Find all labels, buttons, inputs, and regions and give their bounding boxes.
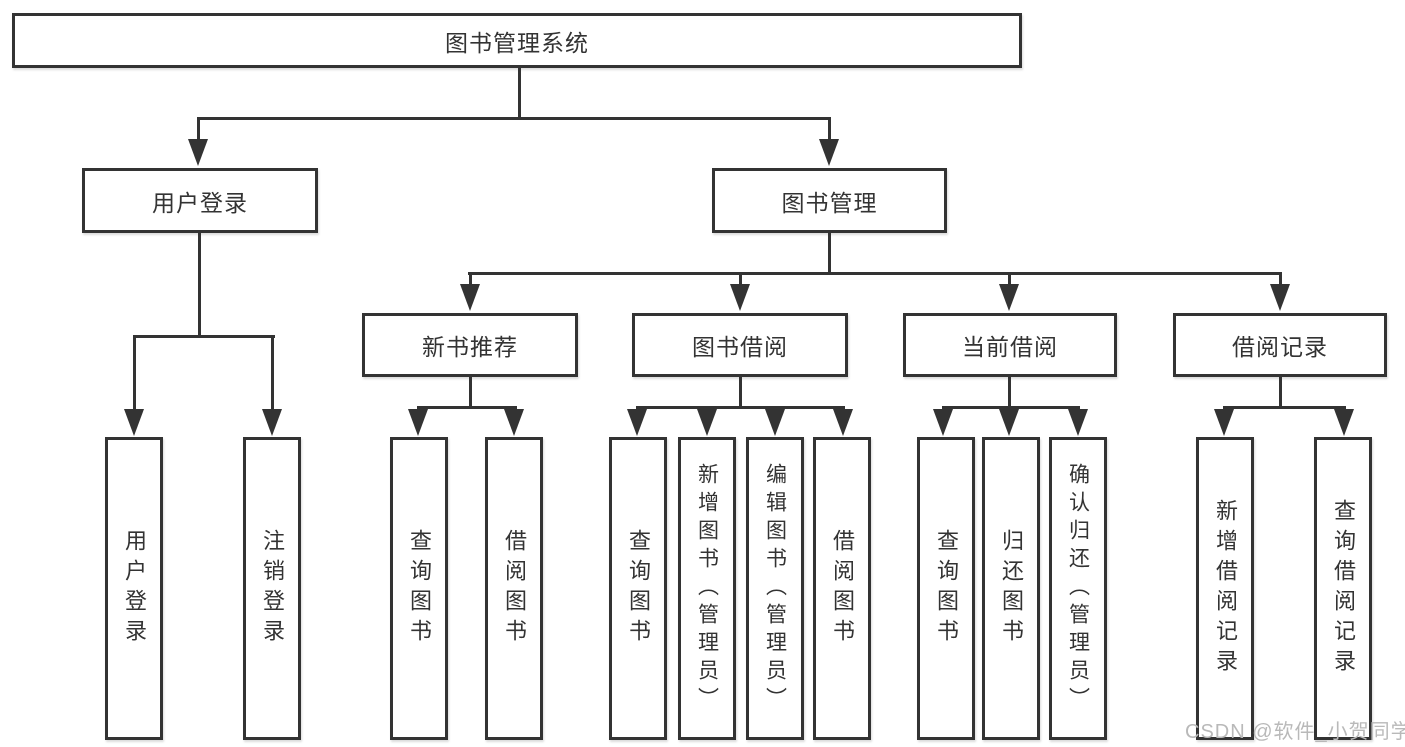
arrowhead-user-login (188, 139, 208, 166)
leaf-query-borrow-record: 查询借阅记录 (1314, 437, 1372, 740)
arrowhead-new-book (460, 284, 480, 311)
arrowhead-leaf (833, 409, 853, 436)
arrowhead-book-borrow (730, 284, 750, 311)
leaf-edit-books-admin: 编辑图书（管理员） (746, 437, 804, 740)
arrowhead-leaf (697, 409, 717, 436)
node-label: 借阅记录 (1232, 334, 1328, 360)
arrowhead-leaf (933, 409, 953, 436)
arrowhead-leaf (1214, 409, 1234, 436)
node-label: 用户登录 (152, 189, 248, 216)
arrowhead-leaf (999, 409, 1019, 436)
arrowhead-leaf (124, 409, 144, 436)
connector-book-mgmt-trunk (828, 231, 831, 275)
node-label: 当前借阅 (962, 334, 1058, 360)
arrowhead-leaf (408, 409, 428, 436)
connector-line (1279, 272, 1282, 288)
connector-line (469, 375, 472, 409)
node-new-book-recommend: 新书推荐 (362, 313, 578, 377)
node-label: 图书管理系统 (445, 29, 589, 56)
leaf-add-borrow-record: 新增借阅记录 (1196, 437, 1254, 740)
arrowhead-leaf (262, 409, 282, 436)
arrowhead-current-borrow (999, 284, 1019, 311)
node-book-borrow: 图书借阅 (632, 313, 848, 377)
leaf-add-books-admin: 新增图书（管理员） (678, 437, 736, 740)
connector-line (828, 117, 831, 143)
csdn-watermark: CSDN @软件_小贺同学 (1185, 721, 1405, 743)
connector-line (197, 117, 200, 143)
connector-user-login-split (133, 335, 275, 338)
connector-split-new-book (417, 406, 517, 409)
connector-line (271, 335, 274, 411)
arrowhead-borrow-records (1270, 284, 1290, 311)
node-user-login: 用户登录 (82, 168, 318, 233)
connector-level3-split (468, 272, 1282, 275)
node-label: 图书管理 (781, 189, 878, 216)
connector-root-trunk (518, 66, 521, 120)
arrowhead-leaf (1068, 409, 1088, 436)
node-current-borrow: 当前借阅 (903, 313, 1117, 377)
connector-split-book-borrow (636, 406, 845, 409)
arrowhead-leaf (627, 409, 647, 436)
node-borrow-records: 借阅记录 (1173, 313, 1387, 377)
node-book-management: 图书管理 (712, 168, 947, 233)
leaf-confirm-return-admin: 确认归还（管理员） (1049, 437, 1107, 740)
leaf-user-login: 用户登录 (105, 437, 163, 740)
arrowhead-leaf (504, 409, 524, 436)
connector-line (1279, 375, 1282, 409)
connector-line (739, 272, 742, 288)
leaf-logout: 注销登录 (243, 437, 301, 740)
leaf-return-books: 归还图书 (982, 437, 1040, 740)
leaf-query-books-borrow: 查询图书 (609, 437, 667, 740)
connector-line (739, 375, 742, 409)
connector-line (1008, 375, 1011, 409)
leaf-query-books-current: 查询图书 (917, 437, 975, 740)
leaf-borrow-books: 借阅图书 (813, 437, 871, 740)
connector-split-current-borrow (942, 406, 1080, 409)
connector-split-borrow-records (1223, 406, 1346, 409)
connector-line (469, 272, 472, 288)
node-label: 图书借阅 (692, 334, 788, 360)
node-label: 新书推荐 (422, 334, 518, 360)
node-root-library-system: 图书管理系统 (12, 13, 1022, 68)
connector-line (1008, 272, 1011, 288)
connector-line (133, 335, 136, 411)
arrowhead-leaf (765, 409, 785, 436)
arrowhead-leaf (1334, 409, 1354, 436)
leaf-borrow-books-recommend: 借阅图书 (485, 437, 543, 740)
arrowhead-book-management (819, 139, 839, 166)
connector-level2-split (197, 117, 831, 120)
leaf-query-books-recommend: 查询图书 (390, 437, 448, 740)
connector-user-login-trunk (198, 231, 201, 337)
